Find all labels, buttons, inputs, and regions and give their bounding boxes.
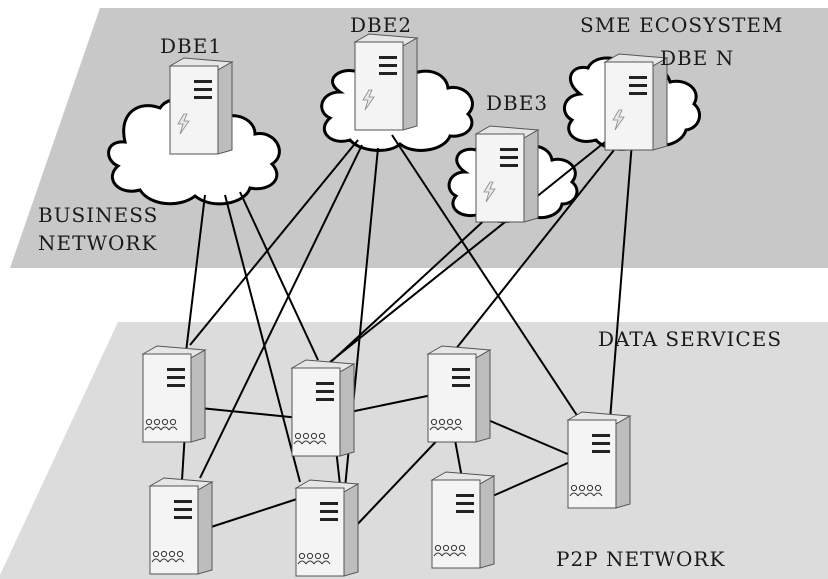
connection-lines: [181, 134, 633, 531]
business-label: BUSINESS: [38, 203, 158, 227]
dben-label: DBE N: [660, 46, 734, 70]
data-service-server: [295, 479, 359, 577]
data-service-server: [291, 359, 355, 457]
dbe2-server: [354, 33, 418, 131]
dbe3-server: [475, 125, 539, 223]
data-service-server: [149, 477, 213, 575]
p2p-network-plane: [0, 322, 828, 579]
dbe3-label: DBE3: [486, 91, 548, 115]
data-services-label: DATA SERVICES: [598, 327, 782, 351]
dbe1-label: DBE1: [160, 34, 222, 58]
data-service-server: [427, 345, 491, 443]
data-service-server: [142, 345, 206, 443]
data-service-server: [431, 471, 495, 569]
sme-ecosystem-label: SME ECOSYSTEM: [580, 13, 783, 37]
data-service-server: [567, 411, 631, 509]
network-label: NETWORK: [38, 231, 157, 255]
dbe2-label: DBE2: [350, 13, 412, 37]
dben-server: [604, 53, 668, 151]
dbe1-server: [169, 57, 233, 155]
p2p-network-label: P2P NETWORK: [556, 547, 725, 571]
